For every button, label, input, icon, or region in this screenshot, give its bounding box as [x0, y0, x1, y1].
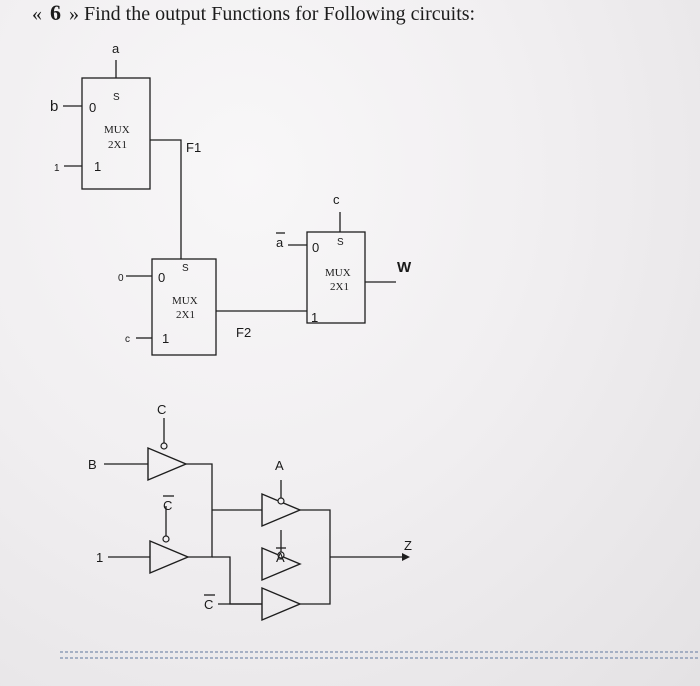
question-text: Find the output Functions for Following … — [84, 3, 476, 25]
buffer-circuit: B C 1 C A C A — [88, 402, 412, 622]
mux-1-size: 2X1 — [108, 139, 127, 151]
buffer-5-triangle — [261, 586, 302, 622]
mux-3-in1-label: 1 — [311, 310, 318, 325]
buffer-2-control-label: C — [163, 498, 172, 513]
f1-wire — [150, 139, 182, 259]
buffer-1-triangle — [147, 446, 188, 482]
question-number: 6 — [50, 0, 61, 25]
mux-2-in0-signal: 0 — [118, 273, 124, 284]
junction-1-wire — [186, 463, 213, 558]
mux-1: a S b 0 MUX 2X1 1 1 F1 — [50, 41, 201, 190]
mux-1-title: MUX — [104, 124, 130, 136]
mux-1-output-label: F1 — [186, 140, 201, 155]
buffer-3-control-label: A — [275, 458, 284, 473]
junction-1-to-buffer-5 — [212, 556, 262, 605]
junction-2-wire — [300, 509, 331, 605]
mux-2-size: 2X1 — [176, 309, 195, 321]
mux-3-title: MUX — [325, 267, 351, 279]
mux-2-title: MUX — [172, 295, 198, 307]
mux-3-select-label: S — [337, 237, 344, 248]
buffer-2-input-label: 1 — [96, 550, 103, 565]
mux-3-select-signal: c — [333, 192, 340, 207]
mux-3-in0-signal: a — [276, 235, 284, 250]
mux-3: c S a 0 MUX 2X1 1 W — [276, 192, 412, 325]
buffer-4-control-label: A — [276, 550, 285, 565]
buffer-4-control-bubble — [277, 551, 285, 559]
question-suffix: » — [69, 3, 79, 25]
question-heading: « 6 » Find the output Functions for Foll… — [32, 0, 475, 26]
buffer-2-control-bubble — [162, 535, 170, 543]
mux-3-output-label: W — [397, 259, 412, 276]
buffer-3-control-bubble — [277, 497, 285, 505]
output-label: Z — [404, 538, 412, 553]
mux-3-box — [306, 231, 366, 324]
mux-2-in0-label: 0 — [158, 270, 165, 285]
buffer-2-triangle — [149, 539, 190, 575]
mux-1-in1-signal: 1 — [54, 163, 60, 174]
mux-2-box — [151, 258, 217, 356]
mux-2-select-label: S — [182, 263, 189, 274]
buffer-5-control-label: C — [204, 597, 213, 612]
mux-3-size: 2X1 — [330, 281, 349, 293]
buffer-1-control-bubble — [160, 442, 168, 450]
buffer-1-input-label: B — [88, 457, 97, 472]
mux-2-output-label: F2 — [236, 325, 251, 340]
mux-2-in1-label: 1 — [162, 331, 169, 346]
question-prefix: « — [32, 3, 42, 25]
mux-2: S 0 0 MUX 2X1 c 1 F2 — [118, 258, 251, 356]
output-arrow — [402, 553, 410, 561]
mux-1-in1-label: 1 — [94, 159, 101, 174]
mux-1-in0-label: 0 — [89, 100, 96, 115]
mux-1-select-label: S — [113, 92, 120, 103]
mux-2-in1-signal: c — [125, 334, 130, 345]
mux-3-in0-label: 0 — [312, 240, 319, 255]
mux-1-in0-signal: b — [50, 98, 58, 115]
mux-1-select-signal: a — [112, 41, 120, 56]
buffer-1-control-label: C — [157, 402, 166, 417]
